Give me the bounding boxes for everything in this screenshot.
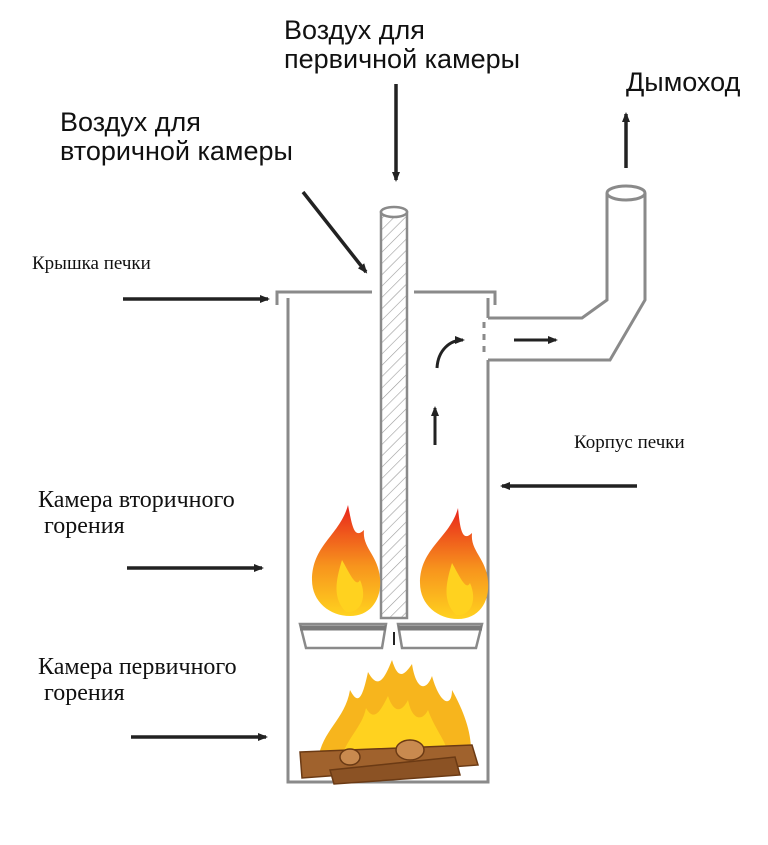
label-air-secondary-line2: вторичной камеры <box>60 136 293 167</box>
secondary-grate <box>298 622 484 650</box>
label-primary-chamber: Камера первичного горения <box>38 654 237 707</box>
label-primary-chamber-line2: горения <box>44 679 125 706</box>
firewood-logs <box>299 739 479 785</box>
label-secondary-chamber: Камера вторичного горения <box>38 487 235 540</box>
label-secondary-chamber-line1: Камера вторичного <box>38 487 235 513</box>
chimney-pipe <box>488 184 647 362</box>
label-air-secondary-line1: Воздух для <box>60 107 201 137</box>
flow-arrows <box>393 336 558 645</box>
air-tube <box>379 205 409 620</box>
flame-secondary-left <box>312 505 381 616</box>
stove-body <box>286 298 490 784</box>
label-air-primary-line2: первичной камеры <box>284 44 521 75</box>
label-secondary-chamber-line2: горения <box>44 512 125 539</box>
label-air-primary: Воздух для первичной камеры <box>284 15 521 75</box>
flame-secondary-right <box>420 508 489 619</box>
label-chimney: Дымоход <box>626 67 741 97</box>
label-air-primary-line1: Воздух для <box>284 15 425 45</box>
label-primary-chamber-line1: Камера первичного <box>38 654 237 680</box>
label-arrows <box>123 84 637 741</box>
label-air-secondary: Воздух для вторичной камеры <box>60 107 293 167</box>
label-lid: Крышка печки <box>32 253 151 274</box>
label-body: Корпус печки <box>574 432 685 453</box>
stove-lid <box>275 290 497 305</box>
